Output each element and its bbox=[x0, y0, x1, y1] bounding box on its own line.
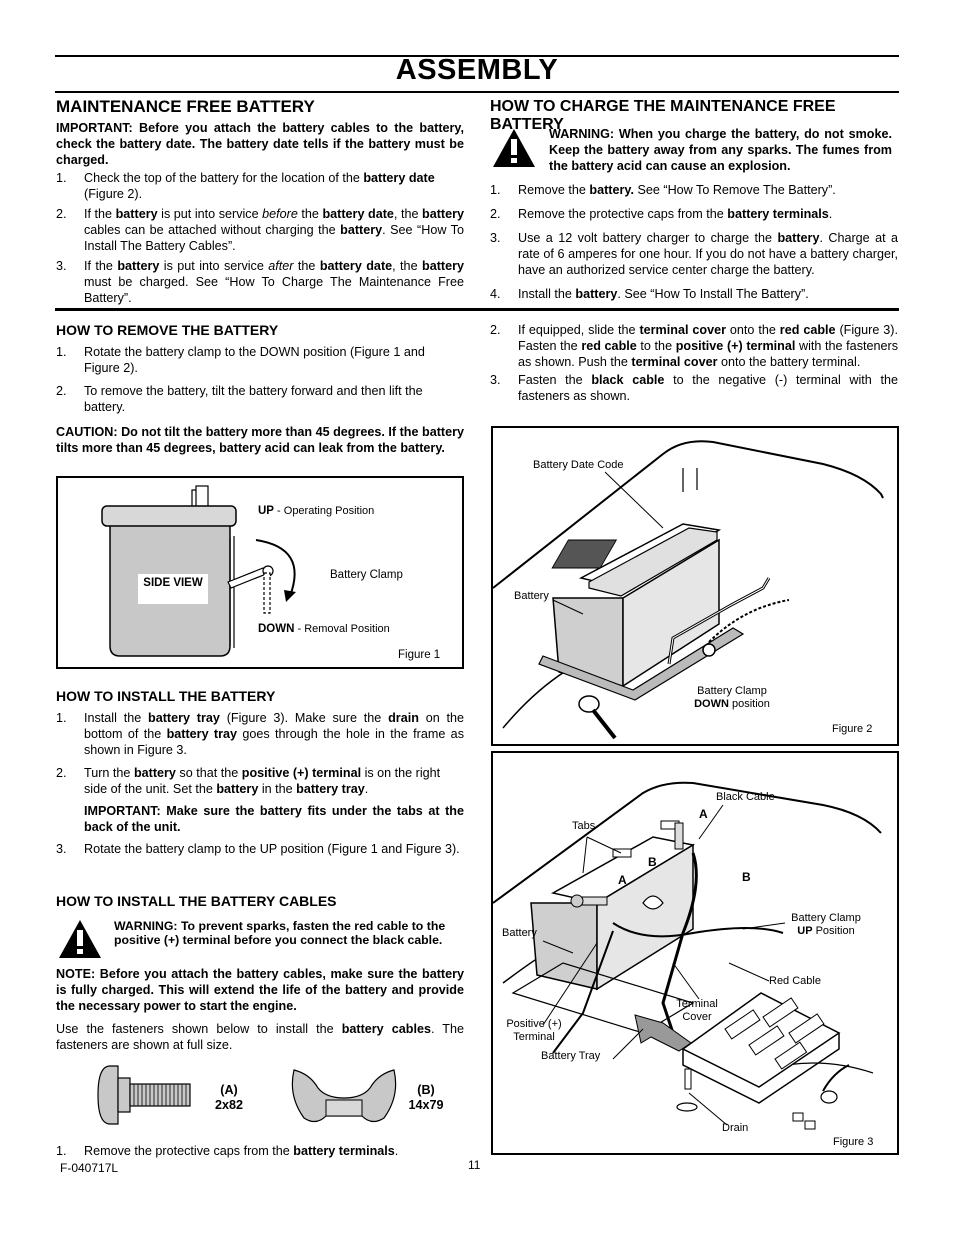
list-item: 3.Fasten the black cable to the negative… bbox=[490, 373, 898, 403]
warning-triangle-icon bbox=[59, 920, 101, 958]
tabs-label: Tabs bbox=[572, 820, 596, 832]
fastener-b-left-label: B bbox=[648, 855, 657, 869]
list-item: 1.Remove the battery. See “How To Remove… bbox=[490, 183, 836, 197]
cables-steps-continued: 2.If equipped, slide the terminal cover … bbox=[490, 322, 898, 408]
charge-section: HOW TO CHARGE THE MAINTENANCE FREE BATTE… bbox=[490, 98, 900, 134]
list-item: 2.To remove the battery, tilt the batter… bbox=[56, 384, 423, 414]
page-number: 11 bbox=[468, 1158, 481, 1172]
maintenance-important: IMPORTANT: Before you attach the battery… bbox=[56, 121, 464, 167]
section-divider bbox=[55, 308, 899, 311]
list-item: 3.If the battery is put into service aft… bbox=[56, 259, 464, 305]
charge-warning: WARNING: When you charge the battery, do… bbox=[549, 127, 892, 173]
install-steps: 1.Install the battery tray (Figure 3). M… bbox=[56, 710, 464, 857]
remove-caution: CAUTION: Do not tilt the battery more th… bbox=[56, 425, 464, 455]
figure-3: Black Cable Tabs A B A B Battery Battery… bbox=[491, 751, 899, 1155]
install-heading: HOW TO INSTALL THE BATTERY bbox=[56, 688, 276, 704]
red-cable-label: Red Cable bbox=[769, 975, 821, 987]
fastener-a-top-label: A bbox=[699, 807, 708, 821]
list-item: 2.Remove the protective caps from the ba… bbox=[490, 207, 833, 221]
cables-heading: HOW TO INSTALL THE BATTERY CABLES bbox=[56, 893, 337, 909]
battery-down-clamp-illustration bbox=[493, 440, 884, 740]
black-cable-label: Black Cable bbox=[716, 791, 775, 803]
remove-steps: 1.Rotate the battery clamp to the DOWN p… bbox=[56, 344, 464, 415]
fastener-a-caption: (A)2x82 bbox=[214, 1083, 244, 1112]
terminal-cover-label: Terminal Cover bbox=[676, 998, 718, 1023]
charge-steps: 1.Remove the battery. See “How To Remove… bbox=[490, 182, 898, 306]
figure-3-caption: Figure 3 bbox=[833, 1136, 874, 1148]
fasteners-text: Use the fasteners shown below to install… bbox=[56, 1022, 464, 1052]
charge-heading: HOW TO CHARGE THE MAINTENANCE FREE BATTE… bbox=[490, 98, 836, 133]
battery-clamp-label: Battery Clamp bbox=[330, 569, 403, 581]
battery-date-code-label: Battery Date Code bbox=[533, 459, 624, 471]
title-rule bbox=[55, 91, 899, 93]
battery-label: Battery bbox=[502, 927, 537, 939]
battery-cable-installation-illustration bbox=[493, 781, 882, 1130]
list-item: 2.If equipped, slide the terminal cover … bbox=[490, 323, 898, 369]
drain-label: Drain bbox=[722, 1122, 749, 1134]
cables-section: HOW TO INSTALL THE BATTERY CABLES bbox=[56, 893, 464, 909]
list-item: 3.Use a 12 volt battery charger to charg… bbox=[490, 231, 899, 277]
battery-tray-label: Battery Tray bbox=[541, 1050, 601, 1062]
maintenance-heading: MAINTENANCE FREE BATTERY bbox=[56, 97, 315, 116]
maintenance-steps: 1.Check the top of the battery for the l… bbox=[56, 170, 464, 306]
list-item: 2.Turn the battery so that the positive … bbox=[56, 766, 464, 834]
top-rule bbox=[55, 55, 899, 57]
remove-section: HOW TO REMOVE THE BATTERY 1.Rotate the b… bbox=[56, 322, 464, 456]
cables-steps: 1.Remove the protective caps from the ba… bbox=[56, 1143, 464, 1163]
fastener-b-caption: (B)14x79 bbox=[408, 1083, 444, 1112]
list-item: 1.Remove the protective caps from the ba… bbox=[56, 1144, 399, 1158]
carriage-bolt-icon bbox=[97, 1065, 191, 1125]
battery-label: Battery bbox=[514, 590, 549, 602]
down-position-label: DOWN - Removal Position bbox=[258, 623, 390, 635]
fastener-a-left-label: A bbox=[618, 873, 627, 887]
wing-nut-icon bbox=[291, 1069, 397, 1123]
list-item: 1.Install the battery tray (Figure 3). M… bbox=[56, 711, 465, 757]
figure-1: SIDE VIEW UP - Operating Position Batter… bbox=[56, 476, 464, 669]
install-important: IMPORTANT: Make sure the battery fits un… bbox=[84, 804, 464, 834]
side-view-label: SIDE VIEW bbox=[143, 577, 203, 589]
document-code: F-040717L bbox=[60, 1161, 119, 1175]
positive-terminal-label: Positive (+) Terminal bbox=[506, 1018, 562, 1043]
cables-warning: WARNING: To prevent sparks, fasten the r… bbox=[114, 919, 446, 947]
figure-1-caption: Figure 1 bbox=[398, 649, 441, 661]
cables-note: NOTE: Before you attach the battery cabl… bbox=[56, 967, 464, 1013]
fastener-b-right-label: B bbox=[742, 870, 751, 884]
up-position-label: UP - Operating Position bbox=[258, 505, 375, 517]
page-title: ASSEMBLY bbox=[395, 54, 559, 86]
list-item: 3.Rotate the battery clamp to the UP pos… bbox=[56, 842, 460, 856]
battery-side-view-illustration bbox=[101, 485, 296, 657]
list-item: 4.Install the battery. See “How To Insta… bbox=[490, 287, 809, 301]
maintenance-section: MAINTENANCE FREE BATTERY IMPORTANT: Befo… bbox=[56, 97, 464, 310]
list-item: 1.Rotate the battery clamp to the DOWN p… bbox=[56, 345, 425, 375]
install-section: HOW TO INSTALL THE BATTERY 1.Install the… bbox=[56, 688, 464, 861]
warning-triangle-icon bbox=[493, 129, 535, 167]
figure-2-caption: Figure 2 bbox=[832, 723, 873, 735]
remove-heading: HOW TO REMOVE THE BATTERY bbox=[56, 322, 279, 338]
list-item: 2.If the battery is put into service bef… bbox=[56, 207, 465, 253]
list-item: 1.Check the top of the battery for the l… bbox=[56, 171, 435, 201]
